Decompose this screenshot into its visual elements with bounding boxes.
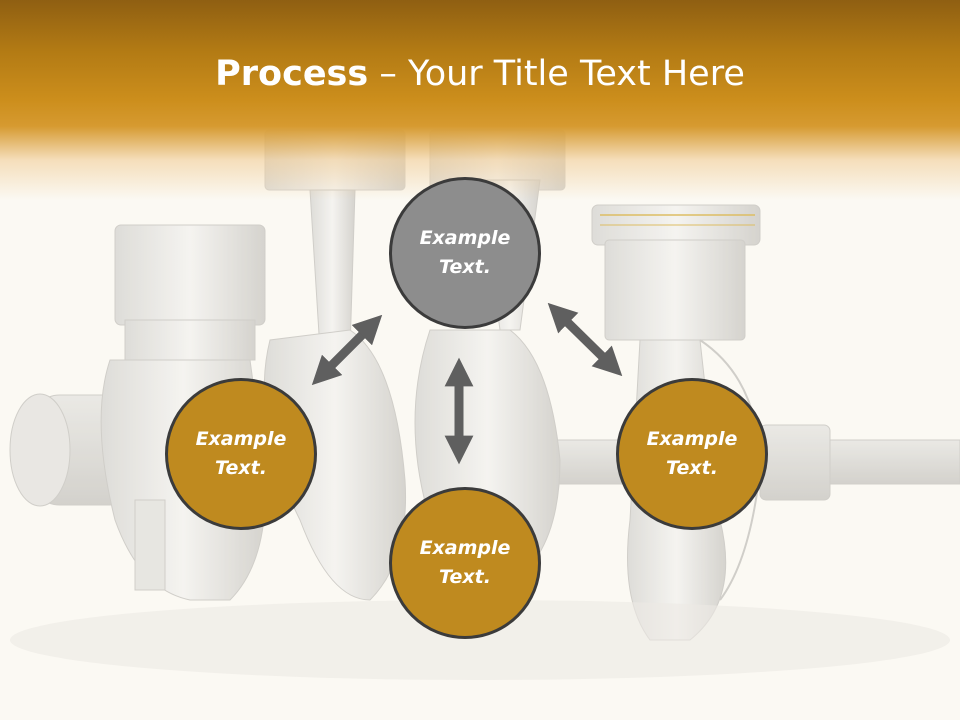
circle-left[interactable]: Example Text. [165, 378, 317, 530]
circle-left-text: Example Text. [195, 428, 287, 479]
header-band [0, 0, 960, 200]
circle-bottom-text: Example Text. [419, 537, 511, 588]
double-arrow-icon [547, 302, 623, 377]
circle-top[interactable]: Example Text. [389, 177, 541, 329]
circle-bottom[interactable]: Example Text. [389, 487, 541, 639]
slide-title[interactable]: Process – Your Title Text Here [0, 52, 960, 96]
circle-right-text: Example Text. [646, 428, 738, 479]
slide-title-rest: – Your Title Text Here [368, 54, 745, 94]
circle-right[interactable]: Example Text. [616, 378, 768, 530]
slide-title-bold: Process [215, 54, 369, 94]
circle-top-text: Example Text. [419, 227, 511, 278]
double-arrow-icon [311, 314, 383, 386]
